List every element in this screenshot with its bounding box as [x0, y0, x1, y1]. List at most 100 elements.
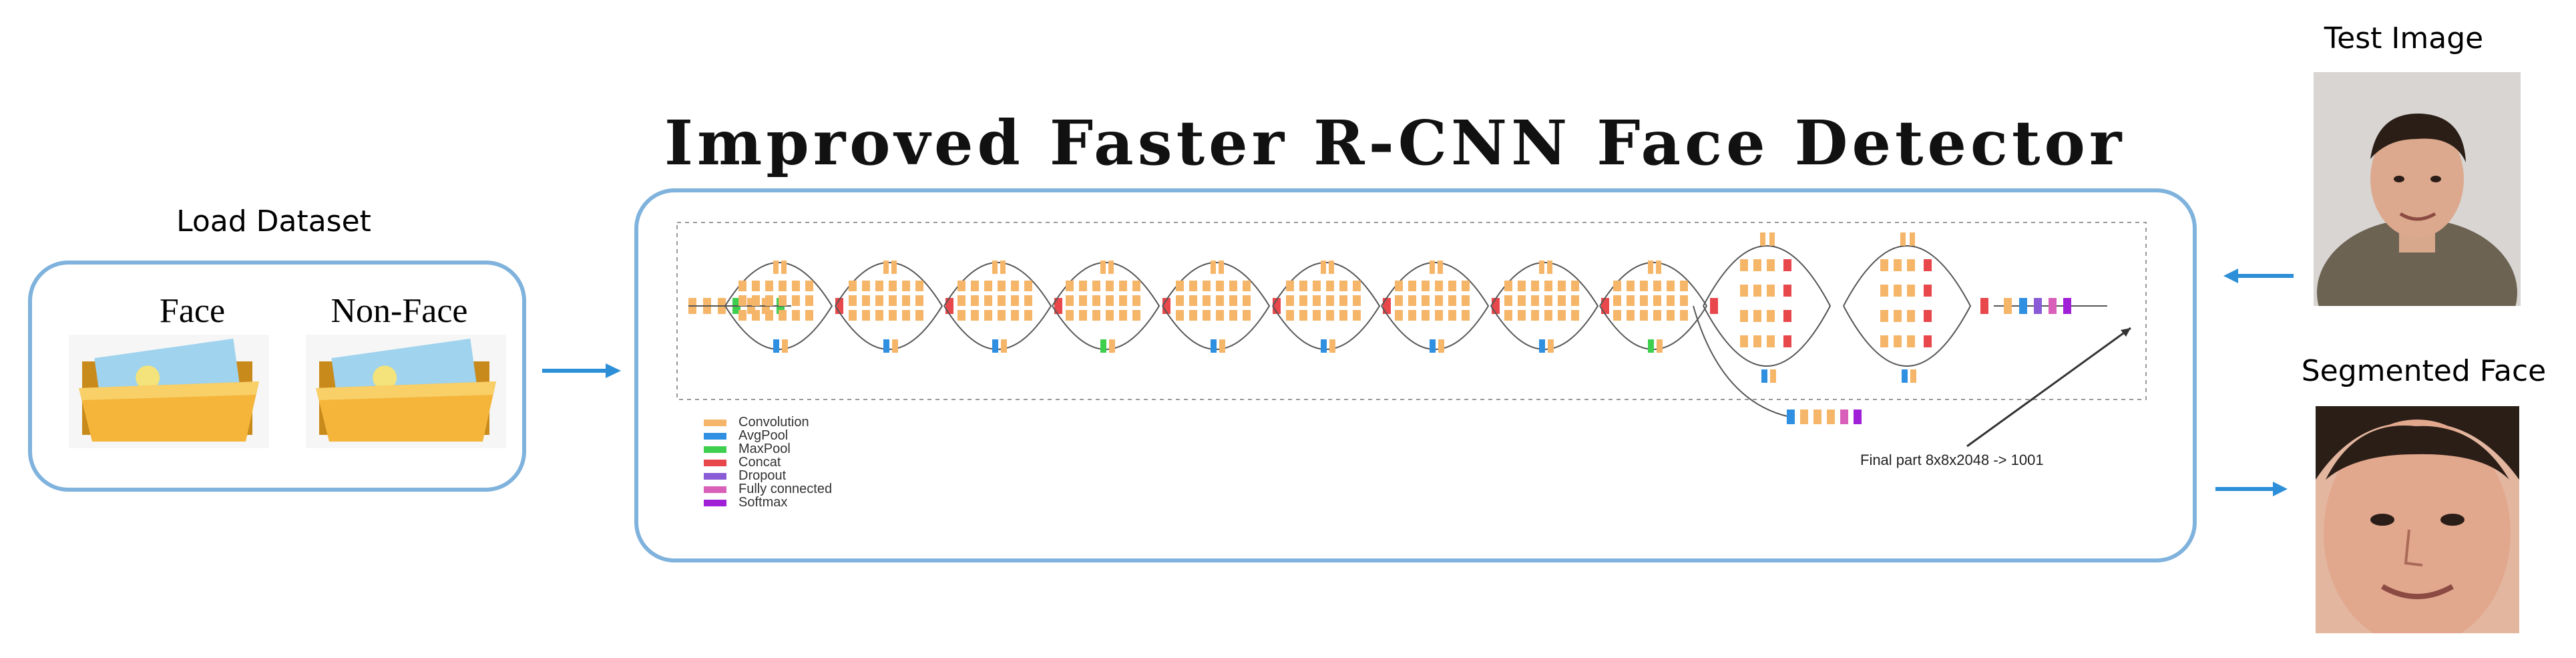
module-top-conv — [1547, 261, 1552, 274]
legend-label: Dropout — [738, 468, 787, 483]
module-outline — [1162, 262, 1271, 350]
module-branch-conv — [1767, 259, 1775, 271]
test-image-caption: Test Image — [2324, 21, 2484, 55]
module-branch-conv — [1243, 310, 1251, 321]
module-branch-conv — [1518, 295, 1526, 306]
module-top-conv — [1219, 261, 1224, 274]
module-branch-conv — [1448, 310, 1456, 321]
module-branch-conv — [889, 310, 897, 321]
module-outline — [1490, 262, 1599, 350]
arrow-to-segmented-face-icon — [2215, 482, 2288, 496]
module-branch-conv — [1640, 281, 1648, 291]
aux-layer — [1813, 409, 1821, 424]
module-branch-conv — [1518, 310, 1526, 321]
module-branch-conv — [1024, 310, 1032, 321]
module-branch-conv — [1627, 295, 1635, 306]
face-label: Face — [159, 292, 226, 330]
module-bottom-pool — [1648, 339, 1654, 353]
module-concat — [1924, 310, 1932, 322]
module-branch-conv — [1894, 259, 1902, 271]
module-branch-conv — [1422, 295, 1430, 306]
module-branch-conv — [1339, 310, 1347, 321]
module-branch-conv — [1753, 285, 1761, 297]
module-top-conv — [1769, 232, 1775, 246]
module-outline — [1599, 262, 1708, 350]
module-branch-conv — [1119, 281, 1127, 291]
module-bottom-conv — [892, 339, 898, 353]
module-branch-conv — [849, 281, 857, 291]
module-branch-conv — [984, 310, 992, 321]
module-branch-conv — [805, 310, 813, 321]
module-branch-conv — [1326, 281, 1334, 291]
module-branch-conv — [1571, 310, 1579, 321]
module-branch-conv — [1462, 295, 1470, 306]
module-branch-conv — [1408, 310, 1416, 321]
module-outline — [1703, 245, 1832, 367]
final-conv — [2004, 298, 2012, 314]
module-branch-conv — [1531, 281, 1539, 291]
module-branch-conv — [902, 310, 910, 321]
concat-layer — [945, 298, 953, 314]
module-bottom-conv — [1329, 339, 1335, 353]
module-branch-conv — [1653, 295, 1661, 306]
module-concat — [1783, 259, 1791, 271]
module-branch-conv — [779, 281, 787, 291]
module-branch-conv — [1286, 310, 1294, 321]
module-branch-conv — [1435, 281, 1443, 291]
module-top-conv — [883, 261, 889, 274]
module-branch-conv — [1753, 310, 1761, 322]
aux-layer — [1854, 409, 1862, 424]
module-branch-conv — [805, 281, 813, 291]
module-branch-conv — [1286, 281, 1294, 291]
module-branch-conv — [1740, 285, 1748, 297]
module-branch-conv — [1740, 335, 1748, 347]
legend-label: Softmax — [738, 495, 787, 510]
module-branch-conv — [915, 295, 923, 306]
module-concat — [1783, 335, 1791, 347]
module-branch-conv — [1229, 295, 1237, 306]
module-branch-conv — [1613, 295, 1621, 306]
concat-layer — [1980, 298, 1988, 314]
module-branch-conv — [902, 281, 910, 291]
module-branch-conv — [849, 310, 857, 321]
module-branch-conv — [1011, 281, 1019, 291]
module-branch-conv — [998, 295, 1006, 306]
module-branch-conv — [1435, 310, 1443, 321]
module-branch-conv — [1640, 310, 1648, 321]
module-bottom-pool — [1321, 339, 1327, 353]
module-branch-conv — [1313, 310, 1321, 321]
module-branch-conv — [1216, 310, 1224, 321]
module-branch-conv — [1504, 295, 1512, 306]
module-branch-conv — [1203, 295, 1211, 306]
module-outline — [1381, 262, 1490, 350]
module-branch-conv — [889, 295, 897, 306]
module-branch-conv — [1680, 295, 1688, 306]
module-branch-conv — [1229, 310, 1237, 321]
module-top-conv — [1438, 261, 1443, 274]
module-branch-conv — [1189, 281, 1197, 291]
module-branch-conv — [1753, 335, 1761, 347]
module-branch-conv — [1339, 281, 1347, 291]
module-branch-conv — [1653, 310, 1661, 321]
module-branch-conv — [765, 295, 773, 306]
module-bottom-conv — [1438, 339, 1444, 353]
final-softmax — [2063, 298, 2071, 314]
final-avgpool — [2019, 298, 2027, 314]
load-dataset-panel: Face Non-Face — [28, 261, 526, 492]
module-branch-conv — [1613, 310, 1621, 321]
module-bottom-conv — [1548, 339, 1554, 353]
module-branch-conv — [792, 281, 800, 291]
module-branch-conv — [1767, 310, 1775, 322]
legend-swatch — [704, 433, 726, 440]
module-branch-conv — [1079, 281, 1087, 291]
module-branch-conv — [1880, 310, 1888, 322]
arrow-from-test-image-icon — [2223, 269, 2294, 283]
module-branch-conv — [1395, 295, 1403, 306]
legend-swatch — [704, 446, 726, 453]
legend-swatch — [704, 486, 726, 493]
legend-swatch — [704, 500, 726, 506]
module-bottom-pool — [883, 339, 889, 353]
module-branch-conv — [1767, 285, 1775, 297]
concat-layer — [1601, 298, 1609, 314]
face-folder-icon — [69, 335, 269, 448]
